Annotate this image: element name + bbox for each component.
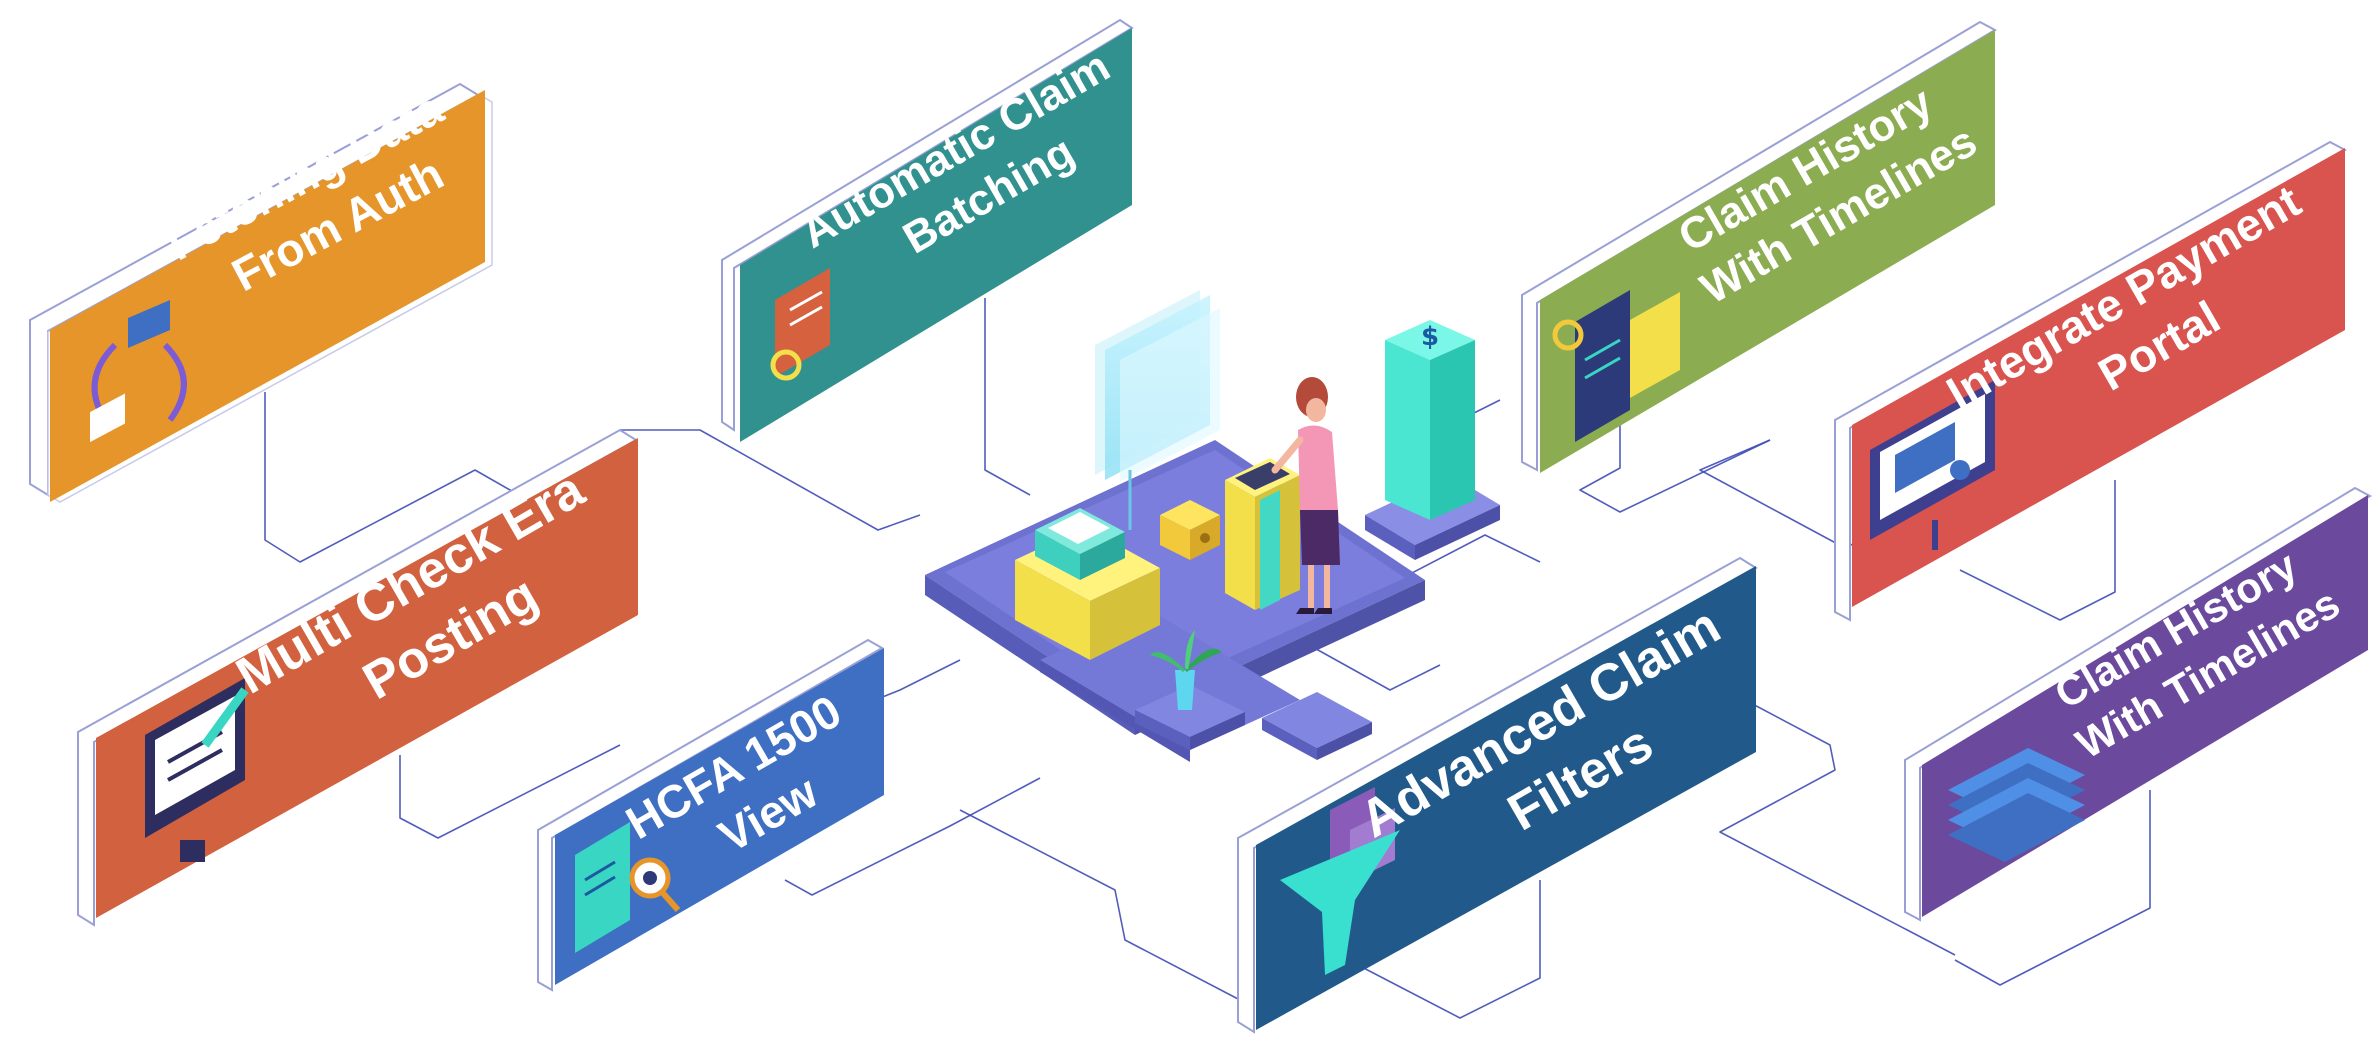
dollar-pillar-icon: $ — [1385, 320, 1475, 520]
card-hcfa-1500: HCFA 1500 View — [537, 638, 885, 992]
floor-tile-left — [1135, 685, 1245, 750]
woman-figure-icon — [1271, 377, 1340, 614]
plant-icon — [1150, 630, 1222, 710]
screen-panel-icon — [1095, 290, 1220, 530]
svg-text:$: $ — [1421, 322, 1439, 352]
card-claim-history-bottom: Claim History With Timelines — [1904, 486, 2373, 922]
connector-lines — [264, 298, 2151, 1019]
card-panel — [740, 28, 1132, 442]
card-panel — [96, 438, 638, 918]
card-panel — [50, 90, 485, 502]
card-panel — [1256, 566, 1756, 1030]
safe-box-icon — [1160, 500, 1220, 560]
sync-id-card-icon — [90, 300, 187, 443]
kiosk-terminal-icon — [1225, 458, 1300, 610]
card-integrate-payment: Integrate Payment Portal — [1834, 140, 2348, 622]
printer-icon — [1015, 508, 1160, 660]
document-eye-icon — [575, 822, 681, 953]
document-gear-icon — [770, 268, 830, 381]
stacked-layers-icon — [1948, 748, 2085, 862]
central-illustration: $ — [925, 290, 1500, 762]
floor-tile-right — [1262, 692, 1372, 760]
funnel-documents-icon — [1280, 787, 1400, 975]
card-fetching-data: Fetching Data From Auth — [29, 81, 493, 503]
card-panel — [1852, 148, 2345, 607]
monitor-pen-icon — [145, 678, 249, 862]
card-automatic-claim-batching: Automatic Claim Batching — [721, 18, 1134, 442]
checklist-search-icon — [1552, 290, 1680, 442]
card-panel — [555, 648, 884, 985]
monitor-card-payment-icon — [1870, 380, 1995, 550]
